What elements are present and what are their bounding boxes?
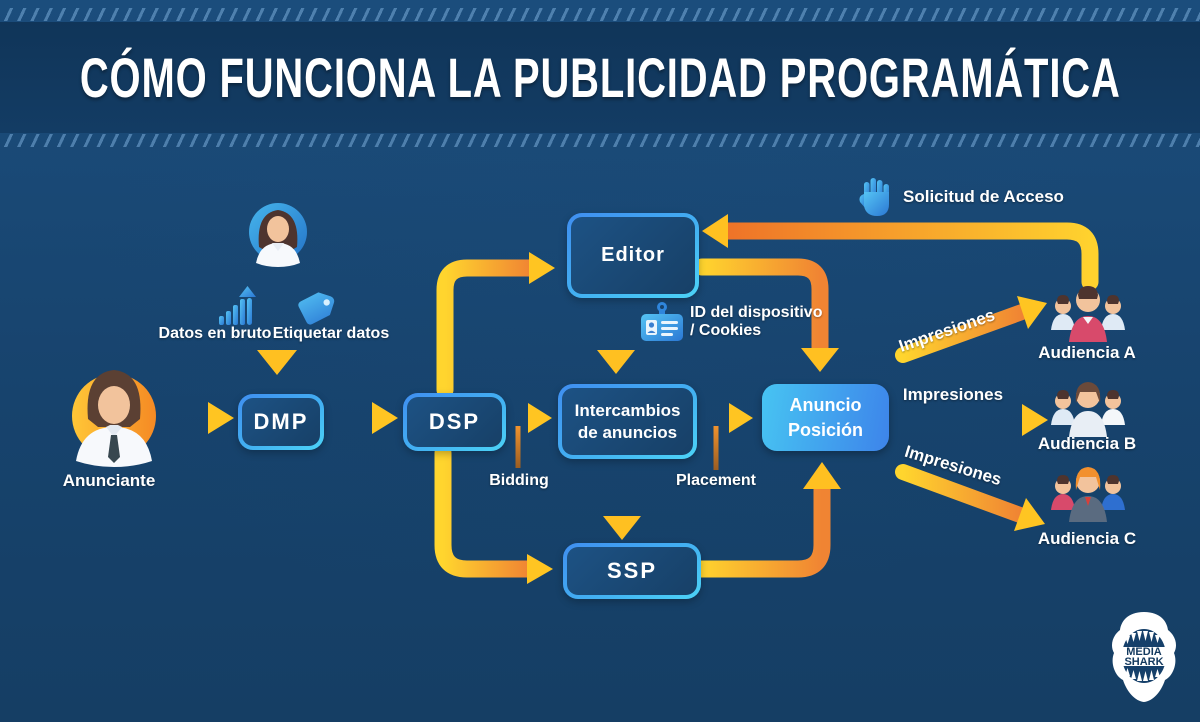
node-editor-label: Editor [601,244,665,266]
advertiser-avatar [72,370,156,467]
arrow-dmp-to-dsp [325,402,398,434]
raw-data-chart-icon [219,286,256,325]
arrow-advertiser-to-dmp [175,402,234,434]
node-ad-exchange-line1: Intercambios [574,401,681,421]
arrow-editor-to-exchange [597,288,635,374]
impressions-label-b: Impresiones [902,385,1004,404]
title-band: CÓMO FUNCIONA LA PUBLICIDAD PROGRAMÁTICA [0,22,1200,133]
audience-c-label: Audiencia C [1037,529,1137,548]
node-dsp-label: DSP [428,409,481,434]
device-id-label-line2: / Cookies [690,322,762,339]
node-dmp: DMP [238,394,324,450]
audience-b-icon [1051,382,1125,437]
node-ad-exchange: Intercambios de anuncios [558,384,697,459]
data-manager-avatar [249,203,307,267]
node-dmp-label: DMP [253,409,309,434]
arrow-exchange-to-ssp [603,447,641,540]
logo-text-media: MEDIA [1126,646,1162,658]
bidding-label: Bidding [489,472,549,489]
audience-b-label: Audiencia B [1037,434,1137,453]
advertiser-label: Anunciante [62,471,156,490]
arrow-dsp-to-editor [436,252,555,399]
arrow-exchange-to-adposition-placement [695,403,753,470]
bottom-hatch-stripes [0,134,1200,147]
media-shark-logo: MEDIA SHARK [1112,612,1176,702]
page-title: CÓMO FUNCIONA LA PUBLICIDAD PROGRAMÁTICA [79,46,1121,109]
audience-a-icon [1051,286,1125,342]
arrow-ssp-to-adposition [689,462,841,578]
node-ad-position-line2: Posición [787,419,863,440]
node-ad-position-line1: Anuncio [789,395,862,416]
device-id-label-line1: ID del dispositivo [690,304,823,321]
top-hatch-stripes [0,8,1200,21]
arrow-person-to-dmp [257,263,297,375]
node-ssp: SSP [563,543,701,599]
node-ad-position: Anuncio Posición [762,384,889,451]
raw-data-label: Datos en bruto [158,325,272,342]
arrow-impressions-c [895,464,1045,531]
tag-data-icon [298,292,335,325]
arrow-impressions-b [895,404,1048,436]
node-ssp-label: SSP [606,558,658,583]
arrow-dsp-to-exchange-bidding [496,403,552,468]
audience-a-label: Audiencia A [1038,343,1136,362]
arrow-audience-access-to-editor [702,214,1099,291]
arrow-dsp-to-ssp [434,444,553,584]
device-id-card-icon [641,302,683,341]
node-dsp: DSP [403,393,506,451]
node-editor: Editor [567,213,699,298]
audience-c-icon [1051,467,1125,522]
placement-label: Placement [675,472,757,489]
access-request-hand-icon [859,178,889,216]
access-request-label: Solicitud de Acceso [903,187,1064,206]
arrow-impressions-a [895,296,1047,363]
logo-text-shark: SHARK [1124,656,1163,668]
node-ad-exchange-line2: de anuncios [577,422,678,442]
tag-data-label: Etiquetar datos [272,325,390,342]
arrow-editor-to-adposition [693,258,839,372]
